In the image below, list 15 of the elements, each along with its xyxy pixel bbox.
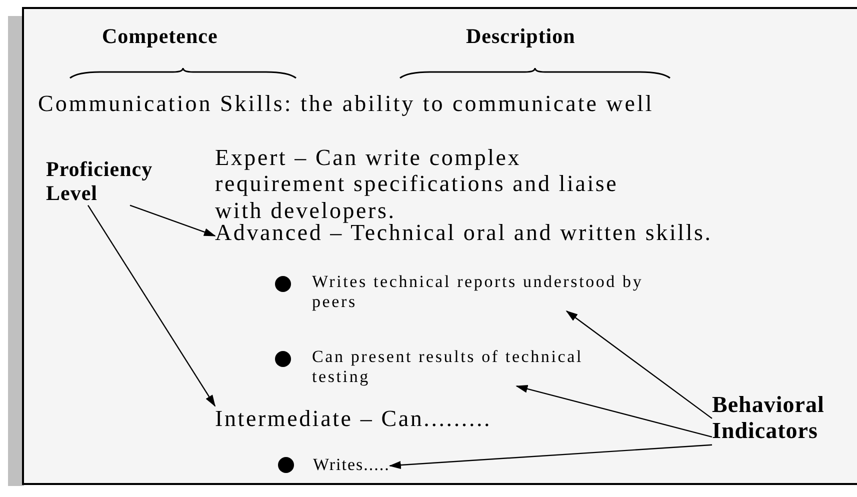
- column-heading: Competence: [102, 24, 218, 48]
- leader-arrow: [130, 204, 216, 236]
- indicator-text: Writes technical reports understood by peers: [312, 272, 692, 312]
- column-heading: Description: [466, 24, 576, 48]
- callout-label: Behavioral Indicators: [712, 392, 852, 445]
- level-description: Intermediate – Can.........: [215, 406, 492, 432]
- callout-label: Proficiency Level: [46, 157, 166, 206]
- indicator-text: Can present results of technical testing: [312, 347, 642, 386]
- leader-arrow: [388, 444, 712, 470]
- leader-arrow: [566, 310, 712, 419]
- leader-arrow: [88, 204, 216, 407]
- indicator-text: Writes.....: [313, 455, 390, 475]
- leader-arrow: [516, 385, 712, 438]
- competence-title: Communication Skills: the ability to communicate well: [38, 91, 654, 118]
- level-description: Expert – Can write complex requirement specifications and liaise with developers.: [215, 145, 620, 224]
